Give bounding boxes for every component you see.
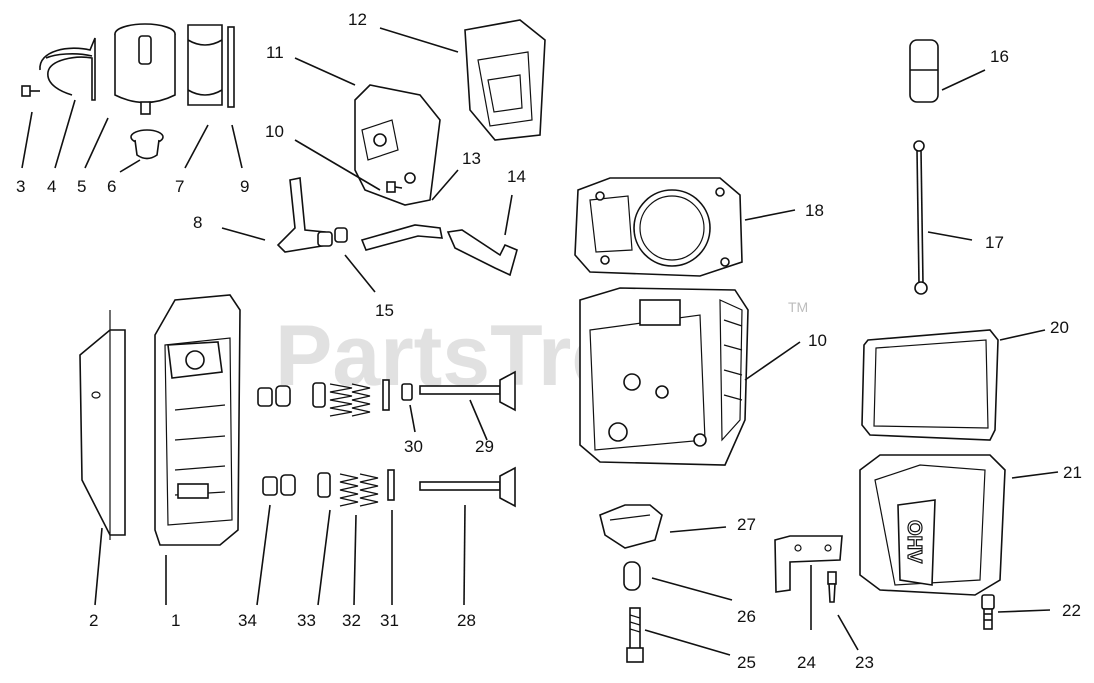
part-12-cover-plate [464, 19, 546, 141]
callout-12: 12 [348, 10, 367, 29]
part-22-fitting [981, 594, 995, 630]
callout-30: 30 [404, 437, 423, 456]
part-16-cap [909, 39, 939, 103]
callout-3: 3 [16, 177, 25, 196]
part-17-push-rod [913, 140, 928, 295]
callout-26: 26 [737, 607, 756, 626]
part-18-head-gasket [574, 177, 743, 277]
part-24-guide-plate [774, 535, 843, 593]
part-23-screw [827, 571, 837, 603]
callout-15: 15 [375, 301, 394, 320]
callout-24: 24 [797, 653, 816, 672]
callout-32: 32 [342, 611, 361, 630]
callout-23: 23 [855, 653, 874, 672]
callout-21: 21 [1063, 463, 1082, 482]
callout-6: 6 [107, 177, 116, 196]
callout-25: 25 [737, 653, 756, 672]
valve-set-upper [257, 370, 516, 417]
callout-16: 16 [990, 47, 1009, 66]
callout-5: 5 [77, 177, 86, 196]
callout-10-lower: 10 [808, 331, 827, 350]
callout-31: 31 [380, 611, 399, 630]
part-3-screw [21, 85, 40, 97]
part-26-pivot [623, 561, 641, 591]
part-5-canister [114, 23, 176, 115]
part-9-gasket [227, 26, 235, 108]
part-7-element [187, 24, 223, 106]
callout-13: 13 [462, 149, 481, 168]
callout-labels: 3 4 5 6 7 9 8 10 11 12 13 14 15 16 17 18… [16, 10, 1082, 672]
callout-22: 22 [1062, 601, 1081, 620]
callout-34: 34 [238, 611, 257, 630]
callout-28: 28 [457, 611, 476, 630]
callout-10-upper: 10 [265, 122, 284, 141]
part-6-grommet [130, 129, 164, 160]
part-20-cover-gasket [861, 329, 999, 441]
callout-17: 17 [985, 233, 1004, 252]
callout-2: 2 [89, 611, 98, 630]
part-15-fitting [317, 227, 348, 247]
part-2-cover [79, 310, 126, 540]
part-13-tube [360, 224, 443, 251]
callout-4: 4 [47, 177, 56, 196]
callout-7: 7 [175, 177, 184, 196]
part-10-screw [386, 181, 403, 193]
part-4-bracket [39, 37, 96, 101]
leader-lines [21, 27, 1059, 656]
callout-29: 29 [475, 437, 494, 456]
part-25-bolt [626, 607, 644, 663]
part-27-rocker [599, 504, 663, 549]
callout-18: 18 [805, 201, 824, 220]
part-14-elbow [446, 229, 518, 277]
part-21-valve-cover: OHV [859, 454, 1006, 596]
valve-set-lower [262, 466, 516, 508]
callout-33: 33 [297, 611, 316, 630]
svg-text:OHV: OHV [903, 520, 925, 564]
callout-1: 1 [171, 611, 180, 630]
callout-9: 9 [240, 177, 249, 196]
callout-14: 14 [507, 167, 526, 186]
callout-11: 11 [266, 43, 284, 62]
callout-20: 20 [1050, 318, 1069, 337]
callout-27: 27 [737, 515, 756, 534]
watermark-trademark: TM [788, 299, 808, 315]
callout-8: 8 [193, 213, 202, 232]
part-10-cylinder-head [579, 287, 749, 466]
part-1-head-housing [154, 294, 241, 546]
